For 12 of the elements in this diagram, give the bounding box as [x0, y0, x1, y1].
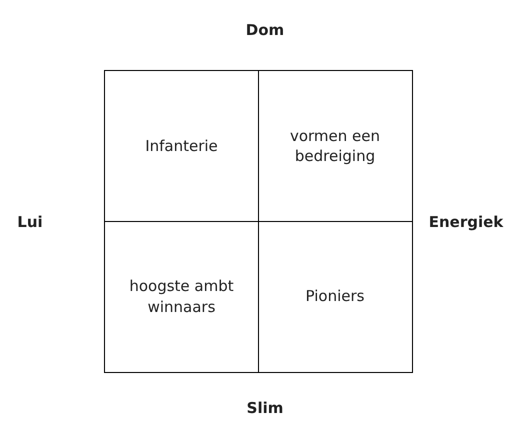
quadrant-text: vormen een bedreiging	[288, 126, 382, 166]
axis-label: Energiek	[428, 213, 504, 231]
axis-label: Dom	[246, 21, 284, 39]
quadrant-cell	[258, 70, 412, 222]
axis-label: Lui	[17, 213, 43, 231]
quadrant-text: hoogste ambt winnaars	[128, 276, 235, 317]
axis-label: Slim	[246, 399, 284, 417]
quadrant-cell	[104, 220, 259, 372]
quadrant-text: Infanterie	[145, 136, 218, 156]
quadrant-text: Pioniers	[306, 286, 364, 307]
quadrant-cell	[104, 70, 259, 222]
quadrant-cell	[258, 220, 412, 372]
